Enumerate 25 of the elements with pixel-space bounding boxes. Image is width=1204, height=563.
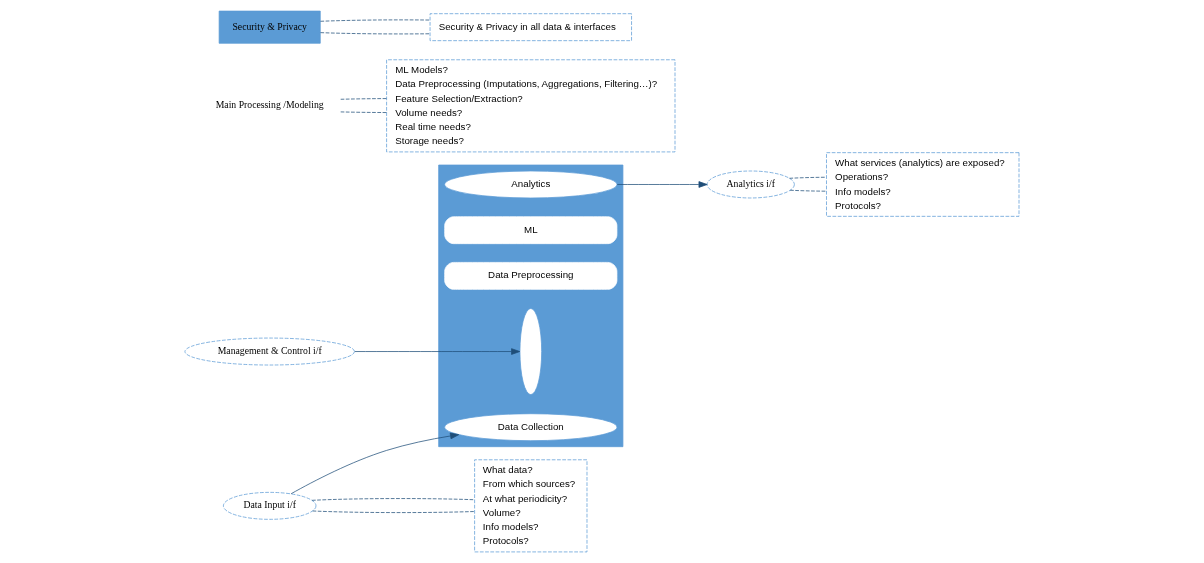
connector [311, 498, 475, 501]
node-ellipse [519, 308, 543, 395]
node-box: Security & Privacy in all data & interfaces [429, 13, 632, 42]
node-ellipse: Data Input i/f [223, 492, 317, 520]
connector [789, 189, 827, 192]
connector [320, 19, 431, 22]
node-ellipse: Analytics [444, 170, 618, 199]
connector [789, 176, 827, 179]
node-box: What services (analytics) are exposed? Operations? Info models? Protocols? [826, 152, 1020, 217]
connector [320, 32, 431, 35]
node-ellipse: Analytics i/f [706, 170, 795, 199]
connector [340, 98, 387, 100]
arrow [616, 181, 708, 188]
connector [312, 510, 475, 513]
node-box: Data Preprocessing [444, 262, 618, 290]
node-box: ML [444, 216, 618, 245]
node-box: ML Models? Data Preprocessing (Imputations, Aggregations, Filtering…)? Feature Selection/Extraction? Volume needs? Real time needs? Storage needs? [386, 59, 676, 153]
arrow [290, 432, 460, 495]
node-text: Main Processing /Modeling [215, 99, 324, 111]
cluster [438, 164, 624, 448]
node-ellipse: Management & Control i/f [184, 337, 355, 366]
arrow [354, 348, 521, 355]
node-box: What data? From which sources? At what periodicity? Volume? Info models? Protocols? [474, 459, 588, 553]
connector [340, 111, 387, 113]
node-box: Security & Privacy [218, 10, 321, 44]
